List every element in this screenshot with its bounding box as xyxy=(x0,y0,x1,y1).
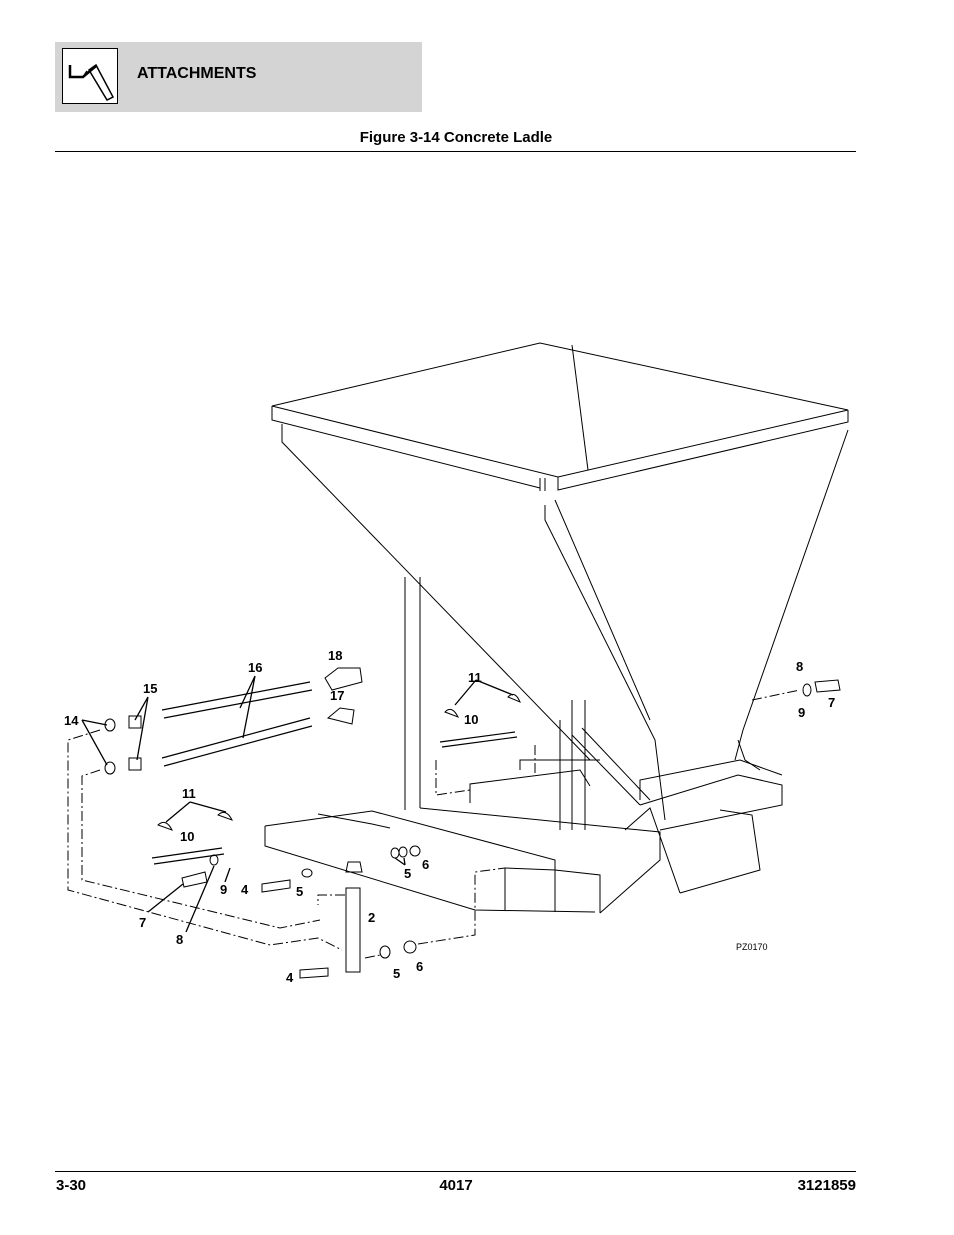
callout-16: 16 xyxy=(248,660,262,675)
callout-4-bottom: 4 xyxy=(286,970,294,985)
base-frame xyxy=(264,759,661,914)
callout-4: 4 xyxy=(241,882,249,897)
callout-10-left: 10 xyxy=(180,829,194,844)
hopper-body xyxy=(281,424,849,821)
hardware-parts xyxy=(104,667,841,979)
adjustment-rods xyxy=(151,681,518,865)
figure-caption: Figure 3-14 Concrete Ladle xyxy=(359,129,553,146)
support-posts xyxy=(404,577,586,830)
drawing-id: PZ0170 xyxy=(736,942,768,952)
callout-7-left: 7 xyxy=(139,915,146,930)
callout-17: 17 xyxy=(330,688,344,703)
callout-5-center: 5 xyxy=(296,884,303,899)
page-number: 3-30 xyxy=(56,1177,87,1194)
discharge-chute xyxy=(571,727,783,894)
callout-2: 2 xyxy=(368,910,375,925)
manual-part-number: 3121859 xyxy=(797,1177,856,1194)
header-rule xyxy=(55,151,856,152)
attachment-tool-icon xyxy=(62,48,118,104)
callout-5: 5 xyxy=(404,866,411,881)
callout-6: 6 xyxy=(422,857,429,872)
callout-9-left: 9 xyxy=(220,882,227,897)
footer-rule xyxy=(55,1171,856,1172)
callout-8-left: 8 xyxy=(176,932,183,947)
callout-11: 11 xyxy=(468,670,482,685)
callout-leaders xyxy=(81,675,514,933)
model-number: 4017 xyxy=(439,1177,473,1194)
callout-10: 10 xyxy=(464,712,478,727)
callout-18: 18 xyxy=(328,648,342,663)
callout-7: 7 xyxy=(828,695,835,710)
callout-8: 8 xyxy=(796,659,803,674)
assembly-leader-lines xyxy=(67,689,801,959)
callout-15: 15 xyxy=(143,681,157,696)
callout-11-left: 11 xyxy=(182,786,196,801)
callout-6-bottom: 6 xyxy=(416,959,423,974)
callout-14: 14 xyxy=(64,713,79,728)
hopper-rim xyxy=(271,342,849,491)
section-title: ATTACHMENTS xyxy=(137,65,257,82)
callout-5-bottom: 5 xyxy=(393,966,400,981)
callout-9: 9 xyxy=(798,705,805,720)
